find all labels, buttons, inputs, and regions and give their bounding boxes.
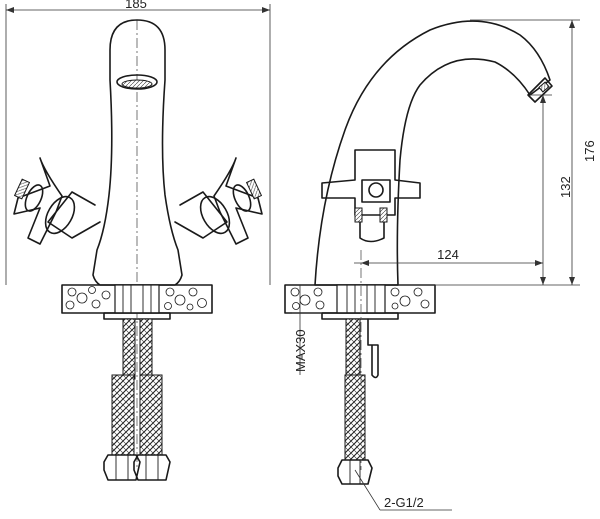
front-deck-section: [61, 284, 213, 320]
side-hoses: [337, 318, 379, 485]
dimension-spout-height: 132: [530, 94, 573, 285]
dimension-max-thickness: MAX30: [292, 285, 322, 375]
connection-label: 2-G1/2: [384, 495, 424, 510]
spout-height-label: 132: [558, 176, 573, 198]
front-left-valve: [13, 157, 101, 245]
connection-callout: 2-G1/2: [354, 469, 452, 511]
front-aerator: [116, 74, 158, 90]
front-body: [92, 19, 183, 286]
dimension-overall-width: 185: [5, 0, 271, 285]
total-height-label: 176: [582, 140, 597, 162]
dimension-total-height: 176: [398, 19, 597, 286]
front-hoses: [103, 318, 171, 481]
max-thickness-label: MAX30: [293, 329, 308, 372]
side-handle: [321, 149, 421, 243]
spout-reach-label: 124: [437, 247, 459, 262]
front-right-valve: [174, 157, 263, 245]
side-spout: [314, 20, 551, 286]
side-deck-section: [284, 284, 436, 320]
side-view: MAX30 124 132 176: [284, 19, 597, 511]
front-view: 185: [5, 0, 271, 481]
dimension-spout-reach: 124: [354, 247, 543, 266]
side-aerator: [527, 77, 553, 103]
overall-width-label: 185: [125, 0, 147, 11]
